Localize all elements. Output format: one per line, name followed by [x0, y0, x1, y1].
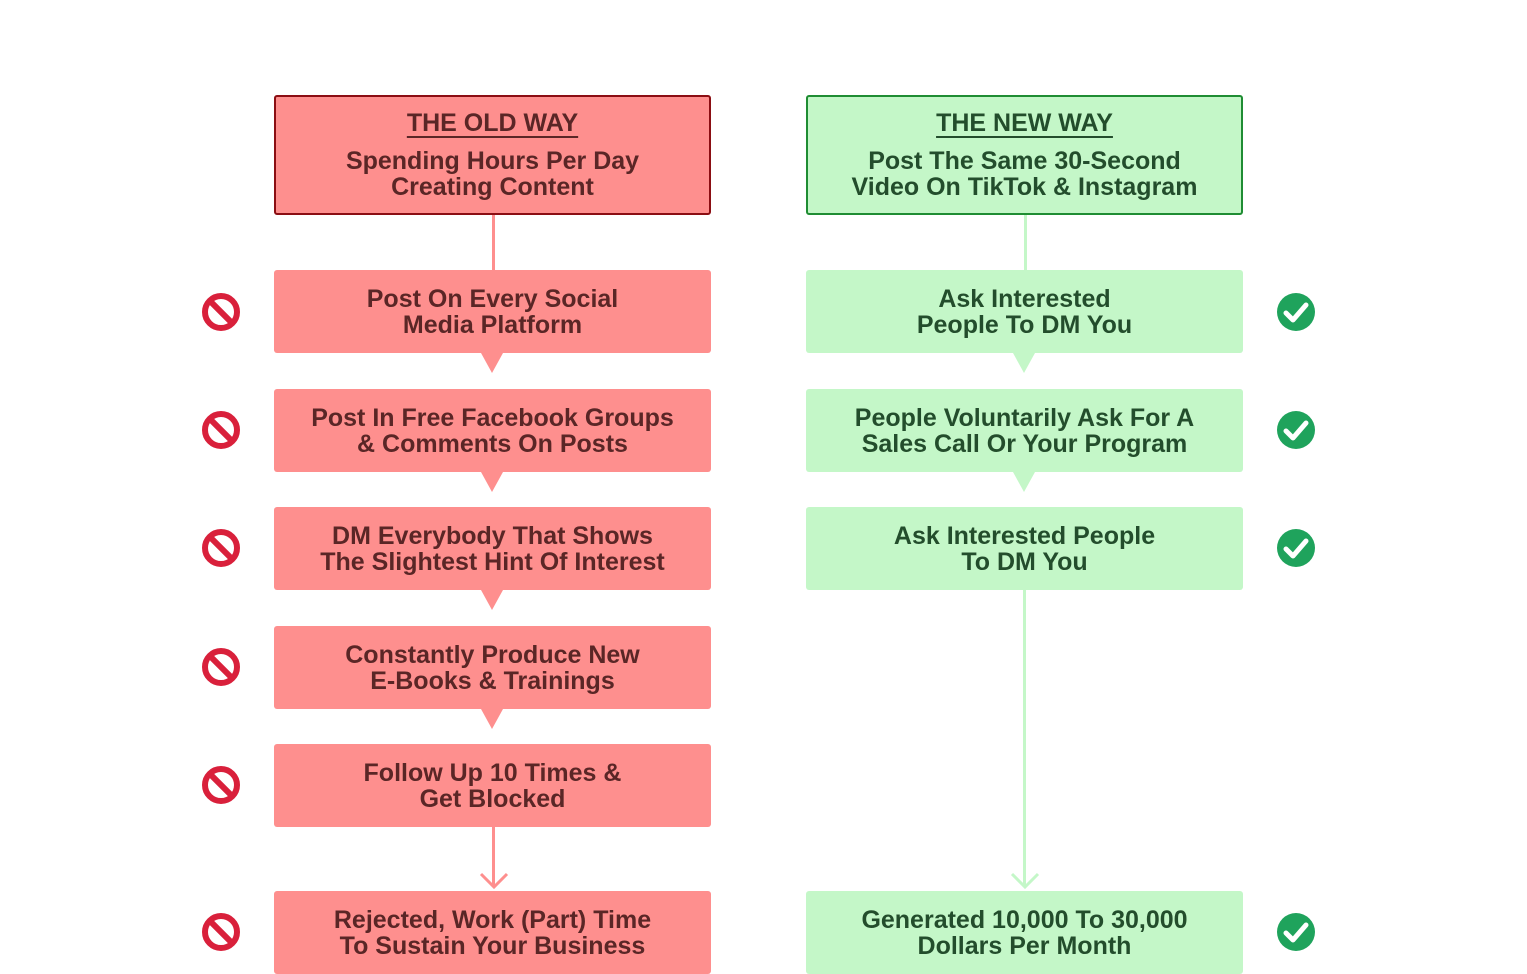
new-way-step-2: People Voluntarily Ask For A Sales Call …	[806, 389, 1243, 472]
old-way-title: THE OLD WAY	[406, 109, 579, 137]
prohibited-icon	[202, 529, 240, 567]
check-circle-icon	[1277, 913, 1315, 951]
new-way-step-1-arrow	[1013, 353, 1035, 373]
old-way-step-3-arrow	[481, 590, 503, 610]
check-circle-icon	[1277, 293, 1315, 331]
old-way-step-1-arrow	[481, 353, 503, 373]
new-way-step-3: Ask Interested People To DM You	[806, 507, 1243, 590]
new-way-title: THE NEW WAY	[936, 109, 1113, 137]
prohibited-icon	[202, 913, 240, 951]
old-way-step-2: Post In Free Facebook Groups & Comments …	[274, 389, 711, 472]
new-way-step-3-text: Ask Interested People To DM You	[893, 521, 1156, 576]
old-way-step-4-arrow	[481, 709, 503, 729]
old-way-result: Rejected, Work (Part) Time To Sustain Yo…	[274, 891, 711, 974]
new-way-connector	[1024, 215, 1027, 270]
old-way-header-box: THE OLD WAY Spending Hours Per Day Creat…	[274, 95, 711, 215]
old-way-step-1-text: Post On Every Social Media Platform	[366, 284, 619, 339]
check-circle-icon	[1277, 529, 1315, 567]
new-way-result: Generated 10,000 To 30,000 Dollars Per M…	[806, 891, 1243, 974]
old-way-subtitle: Spending Hours Per Day Creating Content	[345, 147, 640, 201]
new-way-step-1: Ask Interested People To DM You	[806, 270, 1243, 353]
old-way-step-2-arrow	[481, 472, 503, 492]
old-way-step-2-text: Post In Free Facebook Groups & Comments …	[311, 403, 674, 458]
old-way-connector	[492, 215, 495, 270]
old-way-long-connector	[492, 827, 495, 887]
check-circle-icon	[1277, 411, 1315, 449]
new-way-step-1-text: Ask Interested People To DM You	[916, 284, 1133, 339]
old-way-step-3-text: DM Everybody That Shows The Slightest Hi…	[320, 521, 665, 576]
new-way-subtitle: Post The Same 30-Second Video On TikTok …	[851, 147, 1198, 201]
new-way-long-connector	[1023, 590, 1026, 887]
old-way-arrow-head	[479, 872, 509, 890]
old-way-step-4: Constantly Produce New E-Books & Trainin…	[274, 626, 711, 709]
old-way-result-text: Rejected, Work (Part) Time To Sustain Yo…	[333, 905, 652, 960]
prohibited-icon	[202, 648, 240, 686]
old-way-step-5: Follow Up 10 Times & Get Blocked	[274, 744, 711, 827]
prohibited-icon	[202, 293, 240, 331]
new-way-step-2-text: People Voluntarily Ask For A Sales Call …	[854, 403, 1195, 458]
new-way-step-2-arrow	[1013, 472, 1035, 492]
old-way-step-5-text: Follow Up 10 Times & Get Blocked	[363, 758, 622, 813]
new-way-result-text: Generated 10,000 To 30,000 Dollars Per M…	[861, 905, 1188, 960]
prohibited-icon	[202, 411, 240, 449]
new-way-header-box: THE NEW WAY Post The Same 30-Second Vide…	[806, 95, 1243, 215]
new-way-arrow-head	[1010, 872, 1040, 890]
old-way-step-4-text: Constantly Produce New E-Books & Trainin…	[345, 640, 640, 695]
old-way-step-1: Post On Every Social Media Platform	[274, 270, 711, 353]
prohibited-icon	[202, 766, 240, 804]
old-way-step-3: DM Everybody That Shows The Slightest Hi…	[274, 507, 711, 590]
